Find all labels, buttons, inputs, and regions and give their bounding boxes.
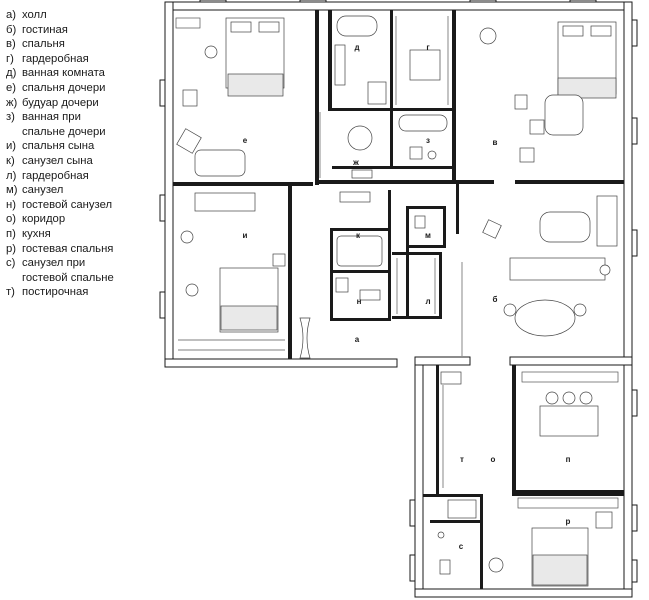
- legend-key: р): [6, 242, 17, 255]
- room-label-l: л: [425, 297, 430, 306]
- room-label-e: е: [243, 136, 248, 145]
- legend-text: санузел: [22, 184, 64, 197]
- bathtub-icon: [336, 15, 378, 37]
- legend-text: гостевой санузел: [22, 198, 113, 211]
- room-label-g: г: [426, 43, 430, 52]
- legend-item: а) холл: [6, 8, 166, 23]
- legend-text: будуар дочери: [22, 96, 99, 109]
- legend-item: е) спальня дочери: [6, 81, 166, 96]
- legend-item: с) санузел при гостевой спальне: [6, 256, 166, 285]
- room-label-s: с: [459, 542, 464, 551]
- room-label-o: о: [491, 455, 496, 464]
- room-label-r: р: [566, 517, 571, 526]
- room-labels: е д г з ж в и к м н л б а т о п с р: [243, 43, 571, 551]
- kitchen-island-icon: [539, 405, 599, 437]
- dining-table-icon: [514, 299, 576, 337]
- room-legend: а) холл б) гостиная в) спальня г) гардеробна…: [6, 8, 166, 300]
- legend-key: м): [6, 184, 18, 197]
- legend-item: т) постирочная: [6, 285, 166, 300]
- legend-item: л) гардеробная: [6, 169, 166, 184]
- legend-text: санузел при гостевой спальне: [22, 257, 114, 284]
- legend-key: е): [6, 81, 17, 94]
- legend-key: н): [6, 198, 17, 211]
- room-label-t: т: [460, 455, 464, 464]
- room-label-z: з: [426, 136, 430, 145]
- legend-key: з): [6, 111, 15, 124]
- room-label-i: и: [243, 231, 248, 240]
- legend-key: с): [6, 257, 16, 270]
- room-label-p: п: [566, 455, 571, 464]
- legend-key: т): [6, 286, 15, 299]
- legend-item: ж) будуар дочери: [6, 96, 166, 111]
- legend-text: гостевая спальня: [22, 242, 114, 255]
- legend-key: г): [6, 52, 14, 65]
- legend-key: ж): [6, 96, 18, 109]
- legend-text: гостиная: [22, 23, 68, 36]
- legend-item: к) санузел сына: [6, 154, 166, 169]
- legend-item: р) гостевая спальня: [6, 242, 166, 257]
- room-label-k: к: [356, 231, 361, 240]
- legend-text: холл: [22, 9, 47, 21]
- legend-text: коридор: [22, 213, 66, 226]
- furniture: [175, 15, 619, 587]
- legend-text: ванная комната: [22, 67, 105, 80]
- legend-text: гардеробная: [22, 169, 89, 182]
- legend-item: з) ванная при спальне дочери: [6, 110, 166, 139]
- windows: [159, 0, 638, 583]
- legend-key: б): [6, 23, 17, 36]
- legend-text: ванная при спальне дочери: [22, 111, 106, 138]
- legend-text: гардеробная: [22, 52, 89, 65]
- legend-item: г) гардеробная: [6, 52, 166, 67]
- legend-text: спальня сына: [22, 140, 95, 153]
- interior-walls: [173, 10, 624, 589]
- legend-text: постирочная: [22, 286, 89, 299]
- legend-item: и) спальня сына: [6, 139, 166, 154]
- legend-item: м) санузел: [6, 183, 166, 198]
- legend-key: в): [6, 38, 16, 51]
- legend-text: спальня: [22, 38, 65, 51]
- legend-key: п): [6, 227, 16, 240]
- legend-text: санузел сына: [22, 154, 93, 167]
- legend-key: д): [6, 67, 17, 80]
- room-label-a: а: [355, 335, 360, 344]
- room-label-m: м: [425, 231, 431, 240]
- room-label-zh: ж: [352, 158, 359, 167]
- legend-key: о): [6, 213, 17, 226]
- legend-key: л): [6, 169, 17, 182]
- legend-item: п) кухня: [6, 227, 166, 242]
- legend-item: в) спальня: [6, 37, 166, 52]
- legend-item: б) гостиная: [6, 23, 166, 38]
- bathtub-icon: [336, 235, 383, 267]
- room-label-v: в: [493, 138, 498, 147]
- legend-item: д) ванная комната: [6, 66, 166, 81]
- legend-key: а): [6, 9, 17, 21]
- legend-item: о) коридор: [6, 212, 166, 227]
- legend-key: к): [6, 154, 15, 167]
- legend-item: н) гостевой санузел: [6, 198, 166, 213]
- room-label-b: б: [493, 295, 498, 304]
- legend-text: кухня: [22, 227, 51, 240]
- room-label-d: д: [354, 43, 359, 52]
- legend-text: спальня дочери: [22, 81, 106, 94]
- room-label-n: н: [357, 297, 362, 306]
- legend-key: и): [6, 140, 17, 153]
